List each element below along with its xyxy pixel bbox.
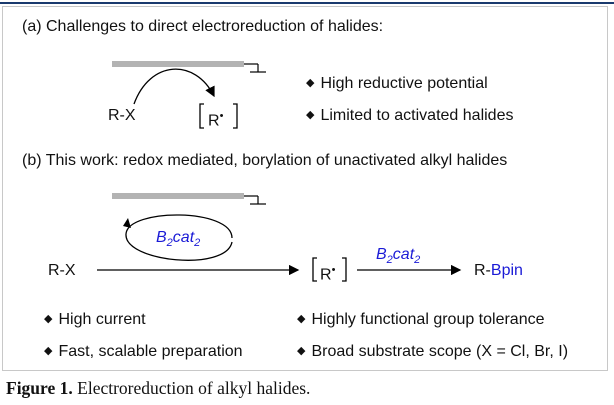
- panel-b-bullet-right-2: ◆ Broad substrate scope (X = Cl, Br, I): [297, 342, 568, 361]
- panel-b-substrate: R-X: [48, 262, 76, 279]
- reagent-sub: 2: [386, 254, 393, 267]
- product-bpin: Bpin: [490, 262, 523, 279]
- electrode-a: [112, 61, 244, 67]
- reagent-rest: cat: [392, 246, 415, 263]
- top-rule: [0, 2, 614, 4]
- mediator-main: B: [156, 229, 167, 246]
- diamond-bullet-icon: ◆: [306, 77, 315, 89]
- mediator-label: B2cat2: [156, 229, 200, 252]
- mediator-sub: 2: [166, 237, 173, 250]
- product-prefix: R-: [474, 262, 491, 279]
- panel-b-bullet-left-1: ◆ High current: [44, 310, 146, 329]
- panel-a-radical: R•: [208, 107, 223, 130]
- diamond-bullet-icon: ◆: [297, 313, 306, 325]
- ground-symbol-a: [244, 63, 266, 73]
- electrode-b: [112, 193, 244, 199]
- panel-b-radical-dot: •: [331, 264, 336, 276]
- panel-a-title: (a) Challenges to direct electroreductio…: [22, 18, 384, 35]
- product: R-Bpin: [474, 262, 523, 280]
- panel-b-bullet-right-1: ◆ Highly functional group tolerance: [297, 310, 545, 329]
- panel-a-radical-dot: •: [219, 110, 224, 122]
- diamond-bullet-icon: ◆: [44, 345, 53, 357]
- mediator-sub2: 2: [194, 237, 201, 250]
- reagent-main: B: [376, 246, 387, 263]
- panel-b-bullet-left-2: ◆ Fast, scalable preparation: [44, 342, 243, 361]
- panel-b-title: (b) This work: redox mediated, borylatio…: [22, 152, 508, 169]
- panel-b-radical-symbol: R: [320, 266, 332, 284]
- panel-b-bullet-right-1-text: Highly functional group tolerance: [311, 311, 545, 328]
- reagent-label: B2cat2: [376, 246, 420, 269]
- caption-label: Figure 1.: [6, 378, 73, 398]
- mediator-rest: cat: [172, 229, 195, 246]
- panel-b-bullet-right-2-text: Broad substrate scope (X = Cl, Br, I): [311, 343, 569, 360]
- ground-symbol-b: [244, 195, 266, 205]
- panel-b-radical: R•: [320, 261, 335, 284]
- diamond-bullet-icon: ◆: [297, 345, 306, 357]
- panel-a-substrate: R-X: [108, 107, 136, 124]
- panel-b-bullet-left-2-text: Fast, scalable preparation: [58, 343, 243, 360]
- figure-frame: [2, 6, 608, 371]
- panel-a-bullet-2: ◆ Limited to activated halides: [306, 106, 513, 125]
- reagent-sub2: 2: [414, 254, 421, 267]
- panel-b-bullet-left-1-text: High current: [58, 311, 146, 328]
- diamond-bullet-icon: ◆: [306, 109, 315, 121]
- panel-a-bullet-1: ◆ High reductive potential: [306, 74, 488, 93]
- mediator-cycle-arrowhead: [123, 218, 131, 228]
- panel-a-bullet-2-text: Limited to activated halides: [320, 107, 514, 124]
- radical-bracket-a: [199, 103, 238, 129]
- panel-a-bullet-1-text: High reductive potential: [320, 75, 488, 92]
- figure-caption: Figure 1. Electroreduction of alkyl hali…: [6, 378, 310, 398]
- curved-arrow-a: [133, 68, 215, 105]
- panel-a-radical-symbol: R: [208, 112, 220, 130]
- radical-bracket-b: [312, 257, 347, 282]
- caption-text: Electroreduction of alkyl halides.: [77, 378, 311, 398]
- diamond-bullet-icon: ◆: [44, 313, 53, 325]
- mediator-cycle: [125, 214, 233, 261]
